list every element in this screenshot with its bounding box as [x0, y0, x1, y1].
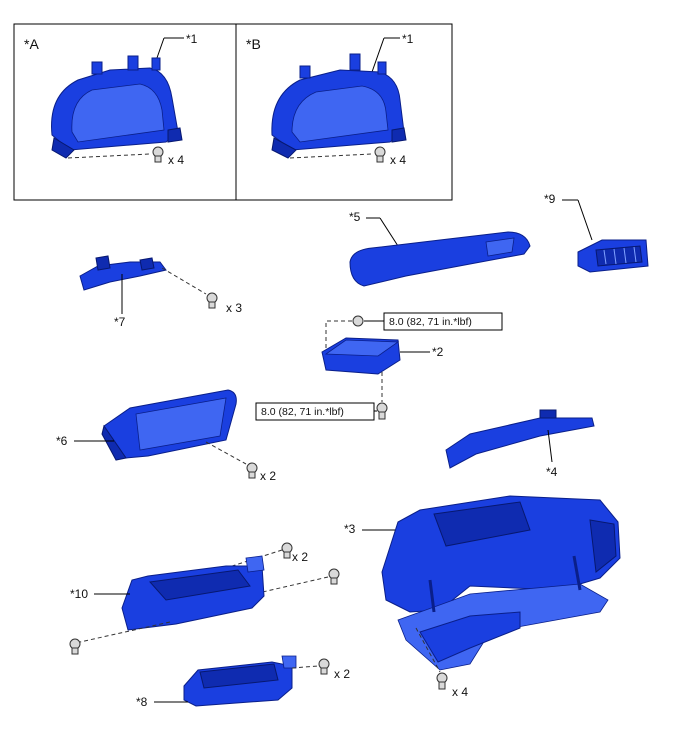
part-7-screw-icon: [206, 292, 218, 309]
panel-a-bolt-line: [67, 153, 151, 159]
part-5-shape: [349, 231, 531, 287]
panel-a: *A *1 x 4: [13, 23, 237, 201]
part-8-screw-icon: [318, 658, 330, 675]
part-6-label: *6: [56, 434, 68, 448]
part-9-leader-2: [577, 199, 593, 241]
part-10-screw-icon-3: [69, 638, 81, 655]
part-4-leader: [547, 429, 553, 463]
part-4-label: *4: [546, 465, 558, 479]
part-2-label: *2: [432, 345, 444, 359]
torque-value-top: 8.0 (82, 71 in.*lbf): [389, 316, 472, 328]
part-6-qty: x 2: [260, 469, 276, 483]
part-4-shape: [445, 417, 595, 469]
part-9: *9: [544, 192, 649, 273]
part-3-bolt-line: [415, 627, 441, 673]
part-8-label: *8: [136, 695, 148, 709]
panel-b-label: *B: [246, 36, 261, 52]
part-10-bolt-line-3: [79, 621, 171, 643]
panel-b-leader-2: [371, 37, 385, 73]
part-10-screw-icon-1: [281, 542, 293, 559]
panel-b-qty: x 4: [390, 153, 406, 167]
torque-box-top: [383, 312, 503, 331]
part-8: *8 x 2: [136, 655, 350, 709]
part-10-label: *10: [70, 587, 88, 601]
part-8-bolt-line: [291, 665, 319, 669]
part-2-top-bolt-icon: [352, 315, 364, 327]
part-2-bottom-bolt-icon: [376, 402, 388, 420]
part-3-screw-icon: [436, 672, 448, 690]
combination-meter-b: [271, 53, 407, 159]
part-3: *3 x 4: [344, 495, 621, 699]
part-3-label: *3: [344, 522, 356, 536]
part-9-label: *9: [544, 192, 556, 206]
part-10: x 2 *10: [69, 542, 340, 655]
part-7-qty: x 3: [226, 301, 242, 315]
combination-meter-a: [51, 55, 183, 159]
part-7: *7 x 3: [79, 255, 242, 329]
part-5-label: *5: [349, 210, 361, 224]
part-10-qty: x 2: [292, 550, 308, 564]
part-7-label: *7: [114, 315, 126, 329]
part-6-bolt-line: [205, 441, 247, 465]
part-5: *5: [349, 210, 531, 287]
part-3-qty: x 4: [452, 685, 468, 699]
panel-b-part-label: *1: [402, 32, 414, 46]
panel-b-frame: [235, 23, 453, 201]
panel-b-screw-icon: [374, 146, 386, 163]
part-5-leader-2: [379, 217, 399, 247]
part-6-screw-icon: [246, 462, 258, 479]
panel-b: *B *1 x 4: [235, 23, 453, 201]
panel-a-label: *A: [24, 36, 39, 52]
part-10-screw-icon-2: [328, 568, 340, 585]
panel-b-bolt-line: [289, 153, 373, 159]
panel-a-part-label: *1: [186, 32, 198, 46]
panel-a-qty: x 4: [168, 153, 184, 167]
part-7-bolt-line: [161, 267, 207, 295]
part-6: *6 x 2: [56, 389, 276, 483]
part-2-top-dash: [325, 320, 352, 348]
part-4: *4: [445, 409, 595, 479]
panel-a-screw-icon: [152, 146, 164, 163]
part-8-qty: x 2: [334, 667, 350, 681]
part-2: 8.0 (82, 71 in.*lbf) *2 8.0 (82, 71 in.*…: [255, 312, 503, 421]
torque-value-bottom: 8.0 (82, 71 in.*lbf): [261, 406, 344, 418]
